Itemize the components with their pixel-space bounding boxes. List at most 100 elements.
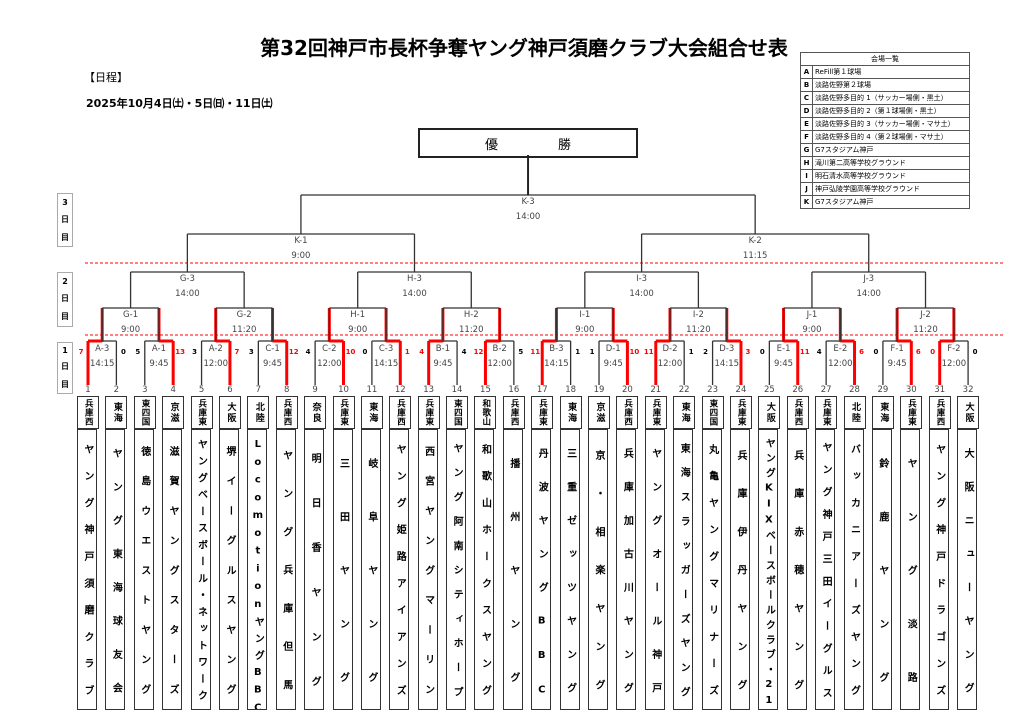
team-name-box: 播州ヤング <box>502 429 523 710</box>
match-time: 14:15 <box>374 359 399 369</box>
team-region-box: 兵庫東 <box>531 396 554 429</box>
slot-number: 26 <box>792 385 803 395</box>
team-name: 西宮ヤングマーリン <box>422 445 434 710</box>
score: 12 <box>289 348 299 356</box>
team-region: 京滋 <box>594 401 605 424</box>
team-region-box: 兵庫東 <box>417 396 440 429</box>
score: 7 <box>235 348 240 356</box>
match-time: 11:20 <box>232 325 257 335</box>
slot-number: 28 <box>849 385 860 395</box>
slot-number: 17 <box>537 385 548 395</box>
match-time: 9:45 <box>604 359 623 369</box>
score: 0 <box>362 348 367 356</box>
match-time: 14:00 <box>856 289 881 299</box>
team-name: ヤング兵庫但馬 <box>280 450 292 710</box>
team-name-box: 兵庫赤穂ヤング <box>786 429 807 710</box>
score: 6 <box>859 348 864 356</box>
team-region-box: 大阪 <box>758 396 781 429</box>
team-region: 東四国 <box>140 399 151 426</box>
match-time: 9:00 <box>348 325 367 335</box>
team-name-box: 三田ヤング <box>332 429 353 710</box>
slot-number: 18 <box>565 385 576 395</box>
slot-number: 27 <box>821 385 832 395</box>
match-id: C-3 <box>379 344 393 354</box>
score: 4 <box>462 348 467 356</box>
team-name: 鈴鹿ヤング <box>876 457 888 710</box>
team-region: 北陸 <box>850 401 861 424</box>
team-name: 播州ヤング <box>507 457 519 710</box>
team-name-box: ヤング兵庫但馬 <box>275 429 296 710</box>
team-name-box: ヤング神戸ドラゴンズ <box>928 429 949 710</box>
match-time: 11:20 <box>913 325 938 335</box>
team-region: 兵庫東 <box>736 399 747 426</box>
team-name: 堺イーグルスヤング <box>223 445 235 710</box>
team-name: 明日香ヤング <box>309 453 321 710</box>
score: 5 <box>135 348 140 356</box>
match-time: 9:00 <box>121 325 140 335</box>
team-name-box: ヤング神戸須磨クラブ <box>77 429 97 710</box>
team-name: 丹波ヤングBBC <box>536 447 548 710</box>
match-id: C-2 <box>322 344 336 354</box>
team-region: 奈良 <box>310 401 321 424</box>
slot-number: 10 <box>338 385 349 395</box>
team-name-box: 滋賀ヤングスターズ <box>162 429 183 710</box>
team-name-box: LocomotionヤングBBC <box>247 429 268 710</box>
team-name: 丸亀ヤングマリナーズ <box>706 444 718 710</box>
slot-number: 2 <box>114 385 119 395</box>
team-region-box: 東海 <box>673 396 696 429</box>
score: 0 <box>930 348 935 356</box>
team-region-box: 東四国 <box>701 396 724 429</box>
slot-number: 19 <box>594 385 605 395</box>
score: 0 <box>121 348 126 356</box>
team-region-box: 京滋 <box>162 396 185 429</box>
match-time: 9:00 <box>575 325 594 335</box>
score: 11 <box>644 348 654 356</box>
venue-name: G7スタジアム神戸 <box>812 195 970 209</box>
score: 3 <box>192 348 197 356</box>
score: 4 <box>306 348 311 356</box>
team-name-box: 西宮ヤングマーリン <box>417 429 438 710</box>
score: 0 <box>873 348 878 356</box>
team-region-box: 東四国 <box>133 396 156 429</box>
day-2-char: 日 <box>61 293 69 303</box>
team-name-box: 徳島ウエストヤング <box>133 429 154 710</box>
team-region: 兵庫東 <box>423 399 434 426</box>
team-name: ヤング姫路アイアンズ <box>394 444 406 710</box>
team-name: ヤング神戸三田イーグルス <box>820 442 832 710</box>
match-time: 11:20 <box>459 325 484 335</box>
team-name: 三田ヤング <box>337 457 349 710</box>
team-name: 兵庫加古川ヤング <box>621 447 633 710</box>
team-region: 東四国 <box>452 399 463 426</box>
score: 4 <box>419 348 424 356</box>
match-time: 9:00 <box>291 251 310 261</box>
team-region-box: 東海 <box>360 396 383 429</box>
match-time: 9:45 <box>774 359 793 369</box>
match-id: E-1 <box>777 344 791 354</box>
team-name-box: ヤング阿南シティホープ <box>446 429 467 710</box>
day-1-char: 1 <box>62 346 68 356</box>
score: 13 <box>175 348 185 356</box>
team-name-box: ヤング神戸三田イーグルス <box>815 429 836 710</box>
team-name: 徳島ウエストヤング <box>138 445 150 710</box>
team-name: 兵庫伊丹ヤング <box>734 450 746 710</box>
match-id: A-1 <box>152 344 166 354</box>
match-time: 14:15 <box>90 359 115 369</box>
team-region-box: 北陸 <box>843 396 866 429</box>
day-2-char: 2 <box>62 276 68 286</box>
team-region-box: 兵庫西 <box>928 396 951 429</box>
team-name-box: ヤング姫路アイアンズ <box>389 429 410 710</box>
score: 4 <box>817 348 822 356</box>
team-region-box: 兵庫西 <box>786 396 809 429</box>
match-id: I-2 <box>693 310 704 320</box>
match-id: B-1 <box>436 344 450 354</box>
team-region-box: 東海 <box>559 396 582 429</box>
match-id: D-3 <box>719 344 734 354</box>
team-region: 兵庫西 <box>934 399 945 426</box>
team-region-box: 北陸 <box>247 396 270 429</box>
team-region: 北陸 <box>253 401 264 424</box>
